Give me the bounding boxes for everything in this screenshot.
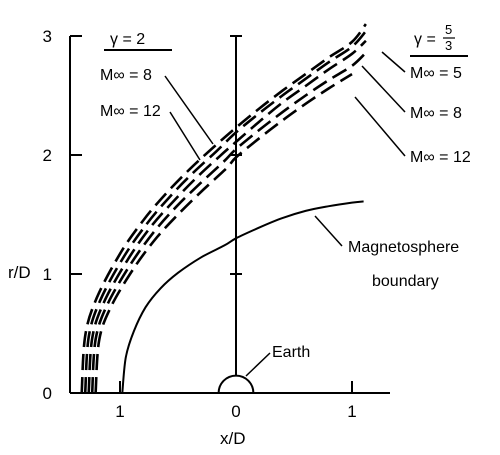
earth-label: Earth <box>272 344 310 361</box>
label-g2-m12: M∞ = 12 <box>100 103 161 120</box>
shock-curve-gamma-5-3-mach-12 <box>94 72 353 394</box>
gamma-5-3-denominator: 3 <box>445 38 452 53</box>
leader-g2-m12 <box>169 111 201 161</box>
gamma-2-label: γ = 2 <box>110 31 145 48</box>
label-g53-m8: M∞ = 8 <box>410 105 462 122</box>
earth-hemisphere <box>217 374 255 394</box>
leader-g53-m8 <box>361 65 406 113</box>
x-tick-label-1: 0 <box>231 402 240 421</box>
gamma-5-3-label: γ = 5 3 <box>414 22 455 53</box>
label-g53-m5: M∞ = 5 <box>410 65 462 82</box>
x-axis-label: x/D <box>220 429 246 448</box>
y-tick-label-1: 1 <box>43 265 52 284</box>
shock-curve-gamma-5-3-mach-5 <box>87 39 367 394</box>
y-tick-label-3: 3 <box>43 27 52 46</box>
shock-curve-gamma-2-mach-12 <box>83 30 367 394</box>
x-tick-label-2: 1 <box>347 402 356 421</box>
y-tick-label-0: 0 <box>43 384 52 403</box>
shock-curve-gamma-5-3-mach-8 <box>90 51 367 394</box>
gamma-5-3-symbol: γ = <box>414 31 436 48</box>
magnetosphere-label-line2: boundary <box>372 273 439 290</box>
magnetosphere-label-line1: Magnetosphere <box>348 239 459 256</box>
curves <box>80 23 367 394</box>
leader-g53-m12 <box>354 96 406 157</box>
label-g2-m8: M∞ = 8 <box>100 67 152 84</box>
leader-magnetosphere <box>314 215 343 247</box>
label-g53-m12: M∞ = 12 <box>410 149 471 166</box>
leader-g2-m8 <box>164 75 214 145</box>
leader-g53-m5 <box>381 51 406 73</box>
x-tick-label-0: 1 <box>115 402 124 421</box>
y-axis-label: r/D <box>8 263 31 282</box>
leader-earth <box>245 352 271 377</box>
gamma-5-3-numerator: 5 <box>445 22 452 37</box>
shock-curve-gamma-2-mach-8 <box>80 23 367 394</box>
magnetosphere-boundary-curve <box>121 200 364 394</box>
y-tick-label-2: 2 <box>43 146 52 165</box>
